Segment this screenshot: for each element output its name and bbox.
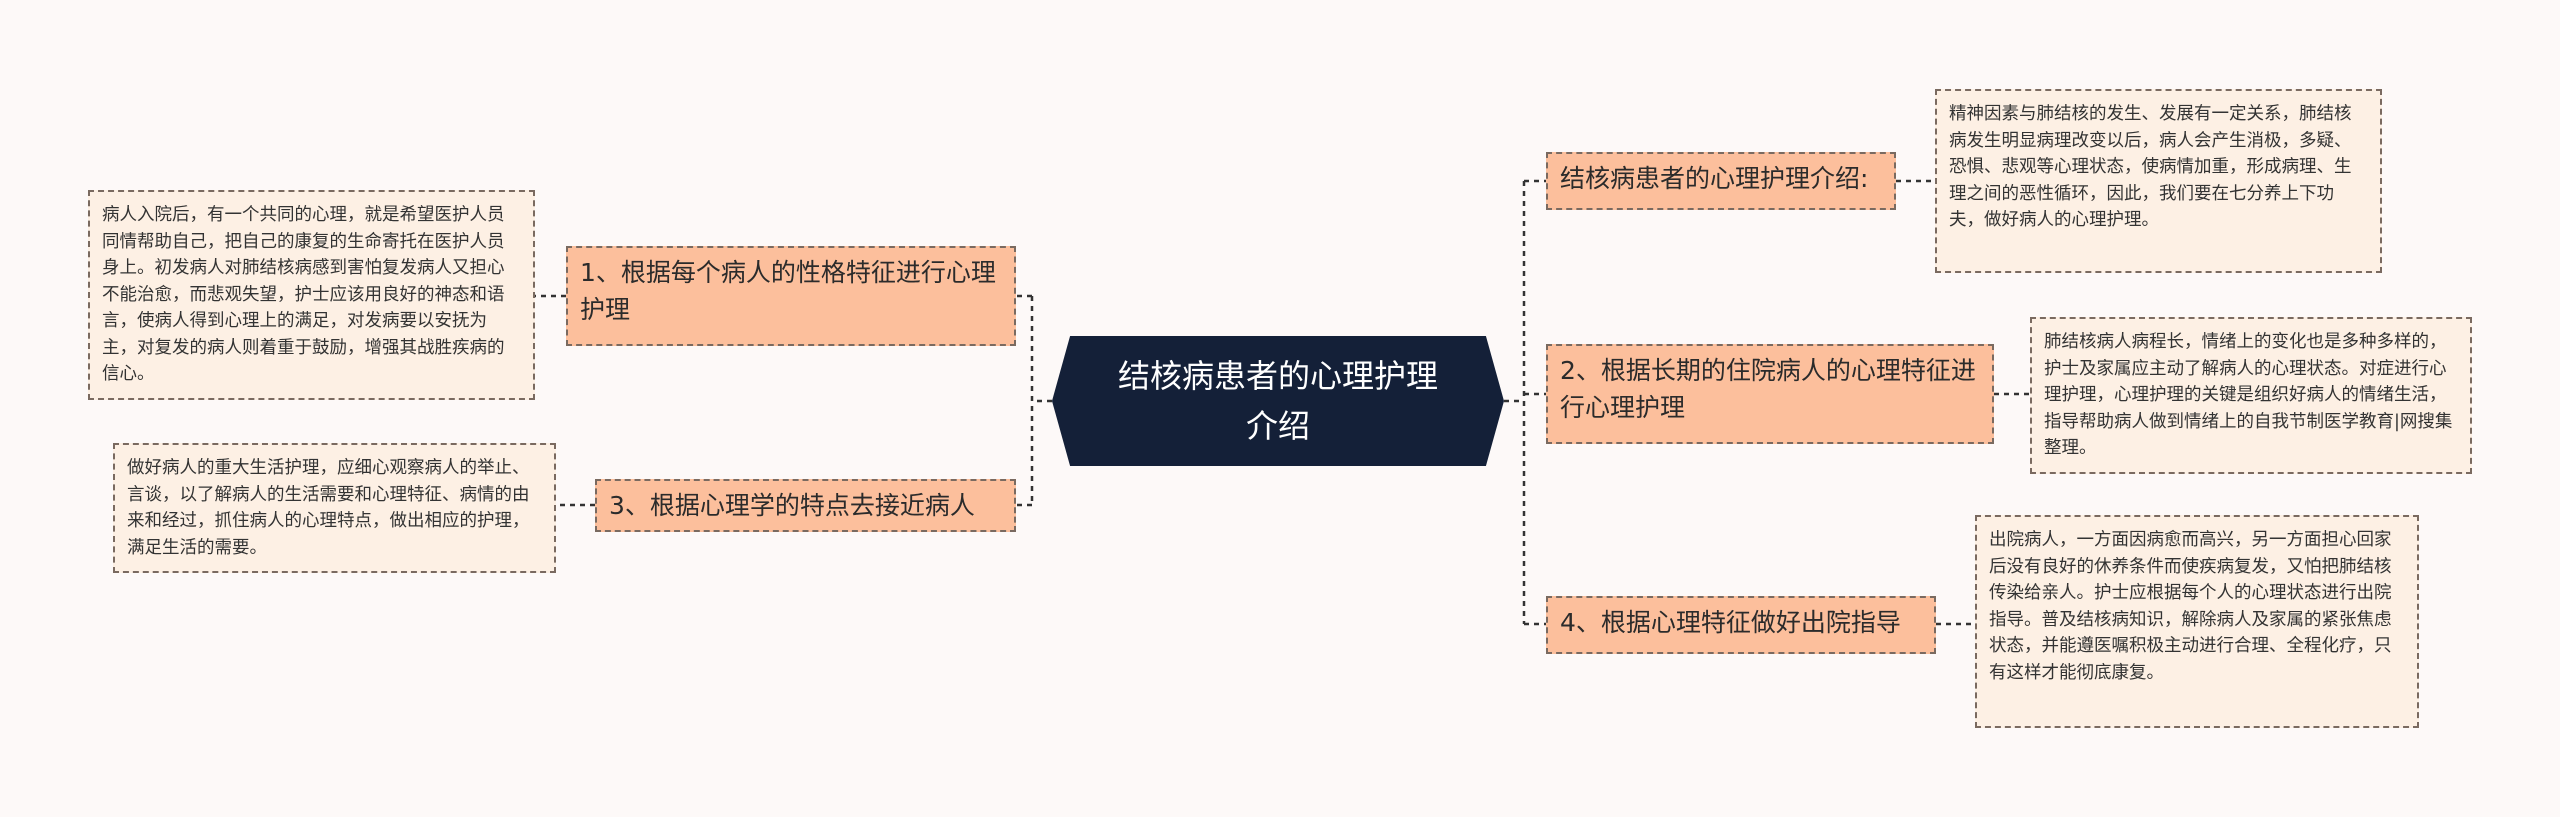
branch-label: 1、根据每个病人的性格特征进行心理护理 (580, 258, 996, 324)
branch-psychology-approach[interactable]: 3、根据心理学的特点去接近病人 (595, 479, 1016, 532)
leaf-long-term-inpatient-detail: 肺结核病人病程长，情绪上的变化也是多种多样的，护士及家属应主动了解病人的心理状态… (2030, 317, 2472, 474)
leaf-discharge-guidance-detail: 出院病人，一方面因病愈而高兴，另一方面担心回家后没有良好的休养条件而使疾病复发，… (1975, 515, 2419, 728)
branch-discharge-guidance[interactable]: 4、根据心理特征做好出院指导 (1546, 596, 1936, 654)
central-topic-label: 结核病患者的心理护理介绍 (1117, 357, 1438, 445)
leaf-text: 肺结核病人病程长，情绪上的变化也是多种多样的，护士及家属应主动了解病人的心理状态… (2044, 332, 2453, 458)
branch-long-term-inpatient-care[interactable]: 2、根据长期的住院病人的心理特征进行心理护理 (1546, 344, 1994, 444)
leaf-psychology-approach-detail: 做好病人的重大生活护理，应细心观察病人的举止、言谈，以了解病人的生活需要和心理特… (113, 443, 556, 573)
leaf-intro-detail: 精神因素与肺结核的发生、发展有一定关系，肺结核病发生明显病理改变以后，病人会产生… (1935, 89, 2382, 273)
branch-label: 2、根据长期的住院病人的心理特征进行心理护理 (1560, 356, 1976, 422)
leaf-text: 出院病人，一方面因病愈而高兴，另一方面担心回家后没有良好的休养条件而使疾病复发，… (1989, 530, 2392, 683)
leaf-personality-care-detail: 病人入院后，有一个共同的心理，就是希望医护人员同情帮助自己，把自己的康复的生命寄… (88, 190, 535, 400)
branch-label: 3、根据心理学的特点去接近病人 (609, 491, 975, 520)
branch-label: 4、根据心理特征做好出院指导 (1560, 608, 1901, 637)
leaf-text: 病人入院后，有一个共同的心理，就是希望医护人员同情帮助自己，把自己的康复的生命寄… (102, 205, 505, 384)
branch-label: 结核病患者的心理护理介绍: (1560, 164, 1869, 193)
leaf-text: 做好病人的重大生活护理，应细心观察病人的举止、言谈，以了解病人的生活需要和心理特… (127, 458, 530, 558)
leaf-text: 精神因素与肺结核的发生、发展有一定关系，肺结核病发生明显病理改变以后，病人会产生… (1949, 104, 2352, 230)
central-topic[interactable]: 结核病患者的心理护理介绍 (1052, 336, 1504, 466)
branch-intro[interactable]: 结核病患者的心理护理介绍: (1546, 152, 1896, 210)
branch-personality-care[interactable]: 1、根据每个病人的性格特征进行心理护理 (566, 246, 1016, 346)
